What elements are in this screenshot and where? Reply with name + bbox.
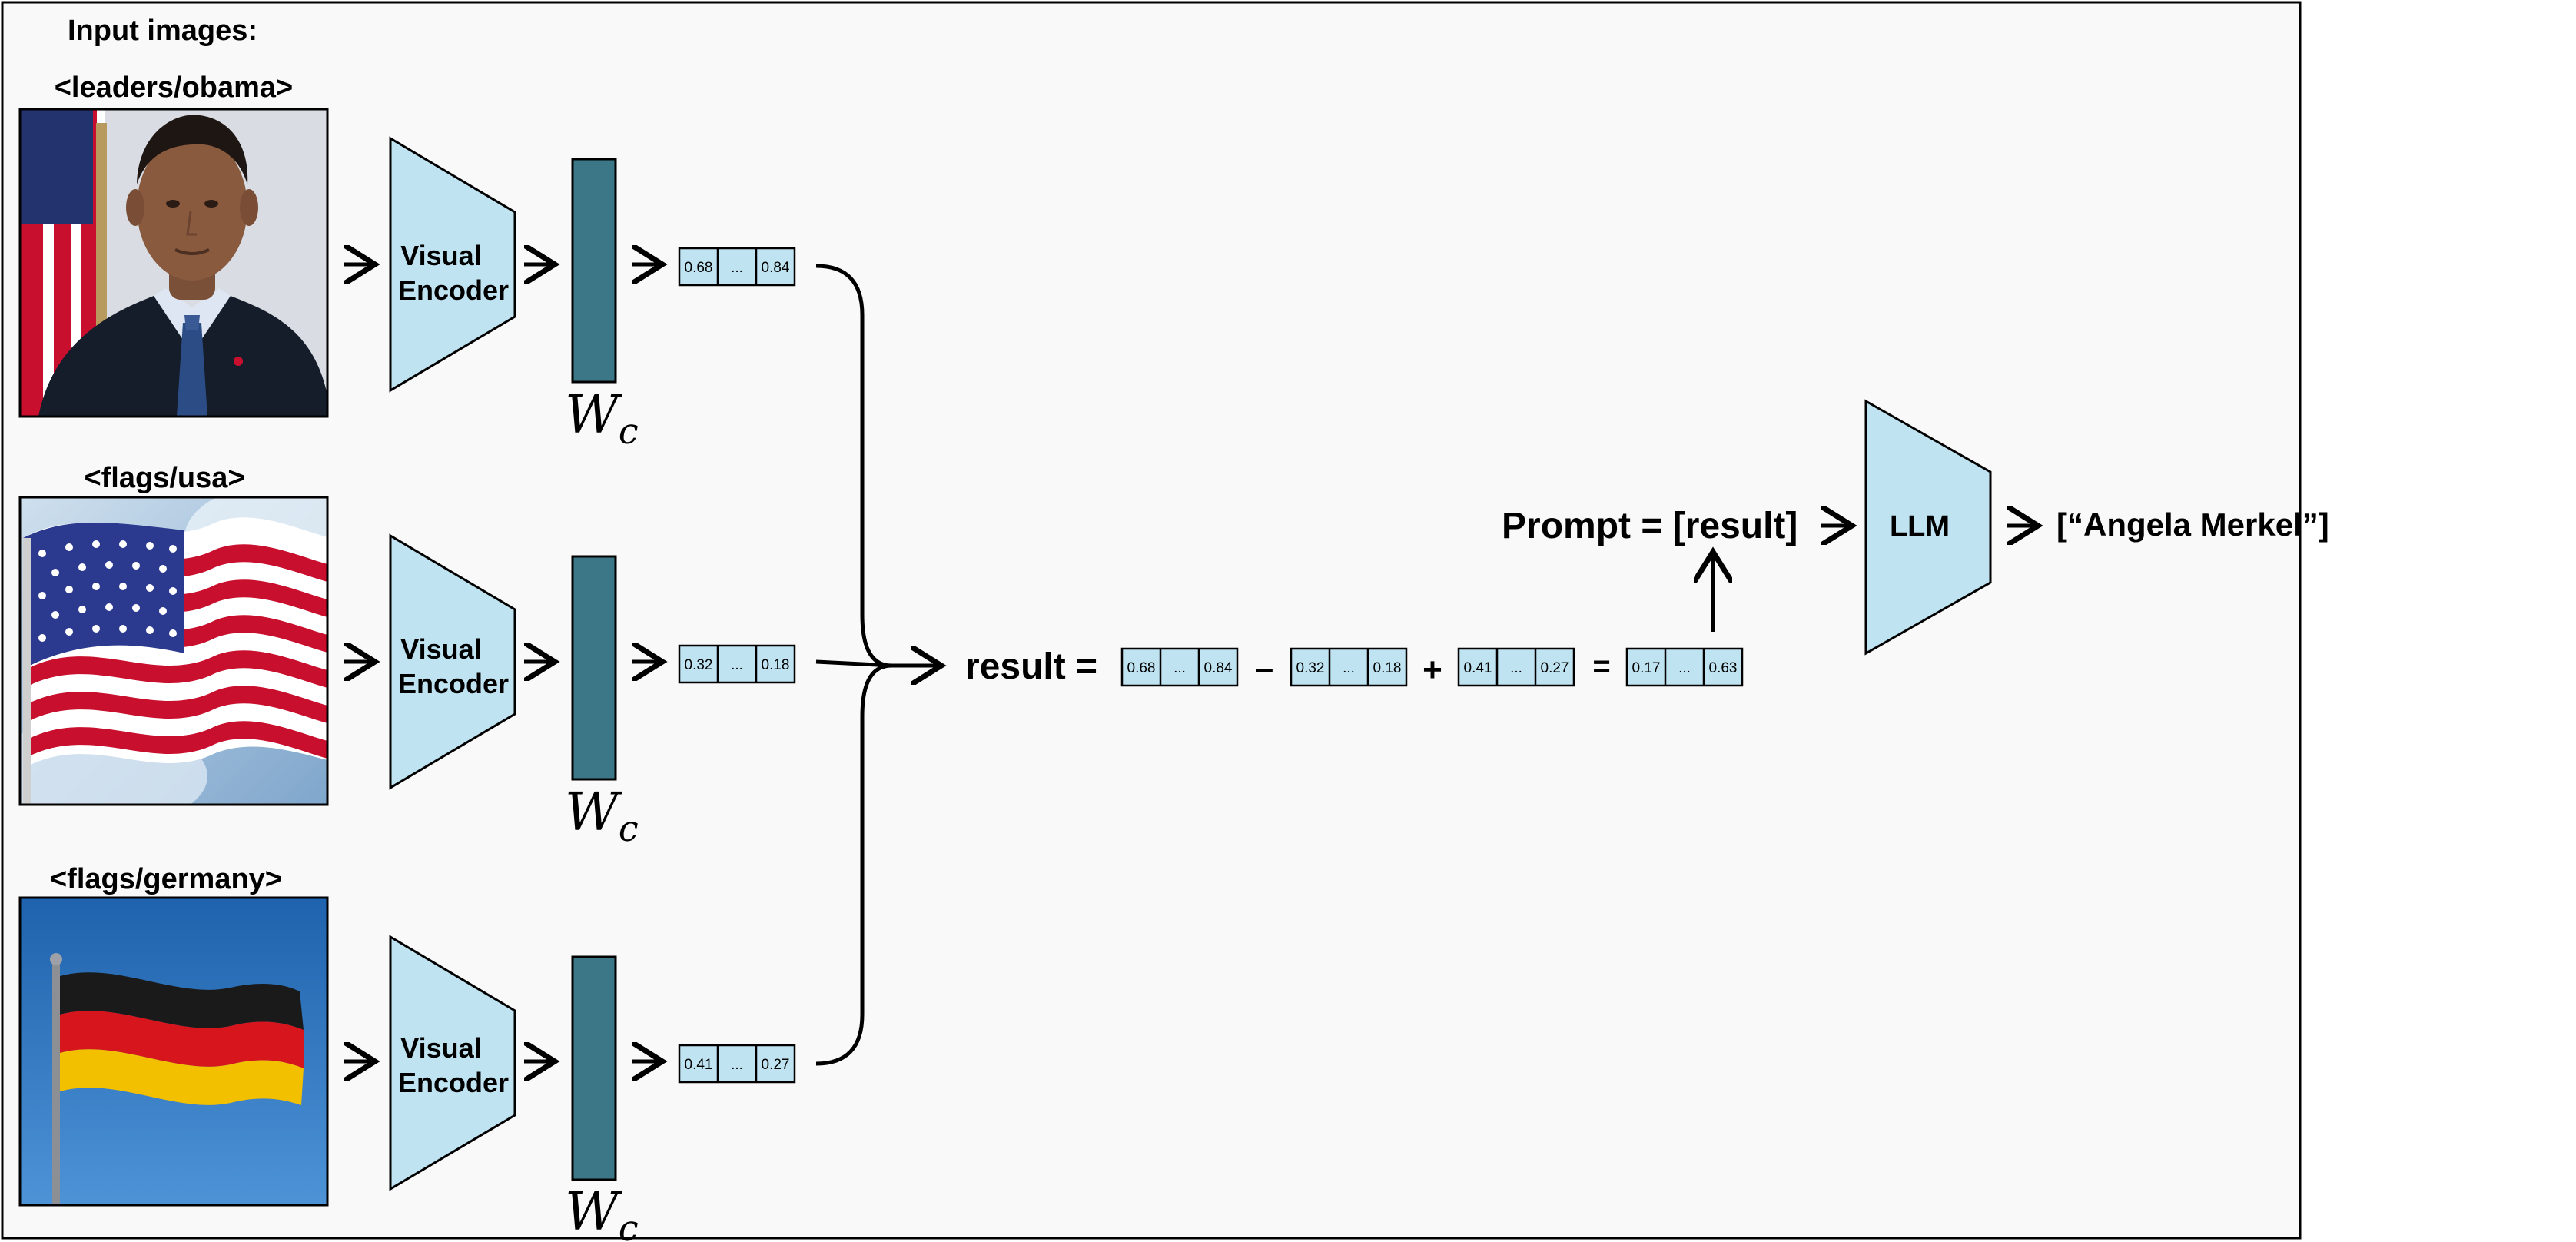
projection-matrix-2 (571, 555, 617, 781)
germany-flag-photo (20, 898, 327, 1205)
svg-text:...: ... (731, 260, 743, 276)
input-label-obama: <leaders/obama> (55, 71, 294, 104)
equation-vector-obama: 0.68 ... 0.84 (1120, 647, 1239, 687)
equation-vector-germany: 0.41 ... 0.27 (1457, 647, 1575, 687)
embedding-vector-2: 0.32 ... 0.18 (678, 644, 796, 684)
embedding-vector-3: 0.41 ... 0.27 (678, 1044, 796, 1084)
svg-text:0.32: 0.32 (1296, 660, 1325, 676)
svg-text:0.68: 0.68 (1127, 660, 1156, 676)
llm-block: LLM (1864, 399, 1992, 656)
svg-text:0.41: 0.41 (685, 1057, 713, 1073)
input-images-title: Input images: (68, 15, 257, 47)
input-label-germany: <flags/germany> (50, 863, 282, 895)
background-flag (20, 109, 107, 417)
svg-text:0.63: 0.63 (1709, 660, 1738, 676)
svg-text:0.18: 0.18 (1373, 660, 1402, 676)
svg-text:...: ... (1173, 660, 1186, 676)
svg-text:Visual: Visual (400, 633, 481, 665)
svg-text:0.84: 0.84 (762, 260, 790, 276)
svg-text:...: ... (1343, 660, 1355, 676)
svg-text:0.17: 0.17 (1632, 660, 1661, 676)
merge-brace (815, 264, 892, 1066)
svg-text:...: ... (1678, 660, 1691, 676)
svg-text:...: ... (731, 1057, 743, 1073)
svg-text:0.27: 0.27 (1541, 660, 1569, 676)
input-label-usa: <flags/usa> (84, 462, 244, 494)
svg-text:Encoder: Encoder (398, 668, 509, 699)
usa-flag-photo (20, 497, 327, 805)
svg-text:0.18: 0.18 (762, 657, 790, 673)
portrait-photo (20, 109, 327, 417)
svg-text:Visual: Visual (400, 240, 481, 271)
svg-text:0.41: 0.41 (1464, 660, 1492, 676)
usa-flag-waves (23, 517, 327, 769)
result-label: result = (965, 646, 1097, 687)
embedding-vector-1: 0.68 ... 0.84 (678, 247, 796, 287)
projection-label-2: Wc (565, 782, 639, 849)
equals-operator: = (1592, 649, 1610, 683)
projection-label-3: Wc (565, 1182, 639, 1242)
llm-output: [“Angela Merkel”] (2056, 506, 2329, 543)
projection-matrix-3 (571, 955, 617, 1181)
face (137, 134, 247, 281)
svg-text:Encoder: Encoder (398, 1067, 509, 1098)
svg-text:0.68: 0.68 (685, 260, 713, 276)
result-vector: 0.17 ... 0.63 (1625, 647, 1744, 687)
projection-label-1: Wc (565, 385, 639, 452)
visual-encoder-3: Visual Encoder (389, 935, 516, 1191)
diagram-panel (1, 1, 2302, 1240)
svg-text:Encoder: Encoder (398, 274, 509, 306)
svg-text:LLM: LLM (1890, 510, 1950, 543)
projection-matrix-1 (571, 158, 617, 384)
equation-vector-usa: 0.32 ... 0.18 (1290, 647, 1408, 687)
svg-text:0.32: 0.32 (685, 657, 713, 673)
flag-pole (52, 961, 60, 1205)
svg-text:0.84: 0.84 (1204, 660, 1233, 676)
svg-text:0.27: 0.27 (762, 1057, 790, 1073)
visual-encoder-1: Visual Encoder (389, 136, 516, 393)
svg-text:...: ... (731, 657, 743, 673)
visual-encoder-2: Visual Encoder (389, 533, 516, 790)
minus-operator: – (1255, 649, 1273, 687)
plus-operator: + (1422, 651, 1442, 689)
svg-text:Visual: Visual (400, 1032, 481, 1064)
svg-text:...: ... (1510, 660, 1522, 676)
prompt-text: Prompt = [result] (1502, 506, 1798, 546)
